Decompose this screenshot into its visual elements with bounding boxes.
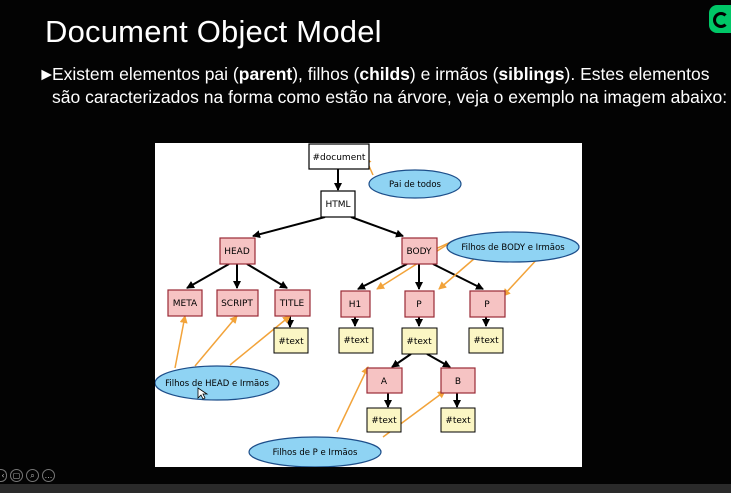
edge-p1-b: [426, 353, 451, 368]
term-siblings: siblings: [498, 64, 565, 84]
term-childs: childs: [359, 64, 410, 84]
edge-html-head: [252, 216, 326, 239]
node-a-text-box: [366, 407, 402, 433]
callouts: Pai de todos Filhos de BODY e Irmãos Fil…: [155, 169, 580, 467]
node-p2-text-label: #text: [473, 336, 499, 346]
edge-html-body: [350, 216, 404, 238]
node-script-box: [216, 289, 259, 317]
node-head-box: [219, 237, 256, 265]
node-p1-label: P: [416, 300, 422, 310]
bullet-text: Existem elementos pai (parent), filhos (…: [52, 63, 728, 109]
node-b-text-box: [440, 407, 476, 433]
node-p2-label: P: [484, 300, 490, 310]
node-p1-text-box: [401, 327, 438, 355]
node-h1-box: [340, 290, 371, 318]
node-title-label: TITLE: [279, 299, 305, 309]
slide-title: Document Object Model: [45, 14, 382, 49]
arrow-body-4: [502, 255, 541, 297]
callout-root-label: Pai de todos: [389, 180, 441, 190]
node-p1-box: [404, 290, 435, 318]
arrow-p-1: [336, 366, 369, 433]
node-h1-text-box: [338, 327, 374, 354]
node-document-label: #document: [313, 153, 366, 163]
edge-head-title: [246, 263, 288, 289]
tree-nodes: #document HTML HEAD BODY META SCRIPT TIT…: [167, 143, 506, 433]
node-p2-box: [469, 290, 506, 318]
bullet-text-part: ), filhos (: [292, 64, 360, 84]
mouse-cursor-icon: [197, 387, 209, 400]
node-b-box: [440, 367, 476, 394]
callout-head-label: Filhos de HEAD e Irmãos: [165, 379, 269, 389]
node-h1-label: H1: [349, 300, 362, 310]
node-a-box: [366, 367, 403, 394]
node-title-text-label: #text: [278, 337, 304, 347]
edge-body-p2: [432, 263, 484, 290]
dom-tree-figure: #document HTML HEAD BODY META SCRIPT TIT…: [155, 143, 582, 467]
edge-body-h1: [357, 263, 408, 290]
node-a-label: A: [381, 377, 388, 387]
dom-tree-diagram: #document HTML HEAD BODY META SCRIPT TIT…: [155, 143, 580, 467]
node-meta-label: META: [173, 299, 198, 309]
node-p1-text-label: #text: [406, 337, 432, 347]
node-title-text-box: [273, 327, 309, 354]
callout-p-label: Filhos de P e Irmãos: [273, 448, 358, 458]
app-logo-icon: [709, 5, 731, 33]
node-a-text-label: #text: [371, 416, 397, 426]
node-meta-box: [167, 289, 203, 317]
zoom-icon[interactable]: ⌕: [26, 469, 39, 482]
player-controls: ‹ ▢ ⌕ ...: [0, 469, 55, 483]
arrow-body-3: [438, 257, 476, 290]
node-script-label: SCRIPT: [221, 299, 253, 309]
callout-head-bubble: [155, 365, 280, 401]
node-head-label: HEAD: [224, 247, 250, 257]
bullet-text-part: ) e irmãos (: [409, 64, 499, 84]
more-icon[interactable]: ...: [42, 469, 55, 482]
term-parent: parent: [238, 64, 293, 84]
node-b-text-label: #text: [445, 416, 471, 426]
edge-head-meta: [186, 263, 230, 289]
callout-body-bubble: [446, 231, 580, 263]
node-body-box: [401, 237, 438, 265]
callout-root-bubble: [368, 169, 462, 199]
arrow-head-2: [194, 315, 238, 367]
node-p2-text-box: [468, 327, 504, 354]
node-document-box: [308, 143, 370, 170]
node-h1-text-label: #text: [343, 336, 369, 346]
bullet-point: ► Existem elementos pai (parent), filhos…: [38, 63, 728, 109]
node-b-label: B: [455, 377, 461, 387]
edge-p1-a: [391, 353, 412, 368]
callout-body-label: Filhos de BODY e Irmãos: [461, 243, 565, 253]
prev-icon[interactable]: ‹: [0, 469, 7, 482]
callout-p-bubble: [248, 436, 382, 467]
bullet-marker-icon: ►: [38, 64, 56, 84]
node-html-box: [320, 190, 356, 218]
bottom-bar: [0, 484, 731, 493]
bullet-text-part: Existem elementos pai (: [52, 64, 239, 84]
node-html-label: HTML: [325, 200, 350, 210]
bullet-text-part: ). Estes elementos são caracterizados na…: [52, 64, 728, 107]
copy-icon[interactable]: ▢: [10, 469, 23, 482]
node-title-box: [274, 289, 311, 317]
arrow-head-3: [229, 315, 291, 366]
arrow-head-1: [174, 315, 188, 369]
node-body-label: BODY: [406, 247, 432, 257]
arrow-body-2: [376, 240, 454, 290]
